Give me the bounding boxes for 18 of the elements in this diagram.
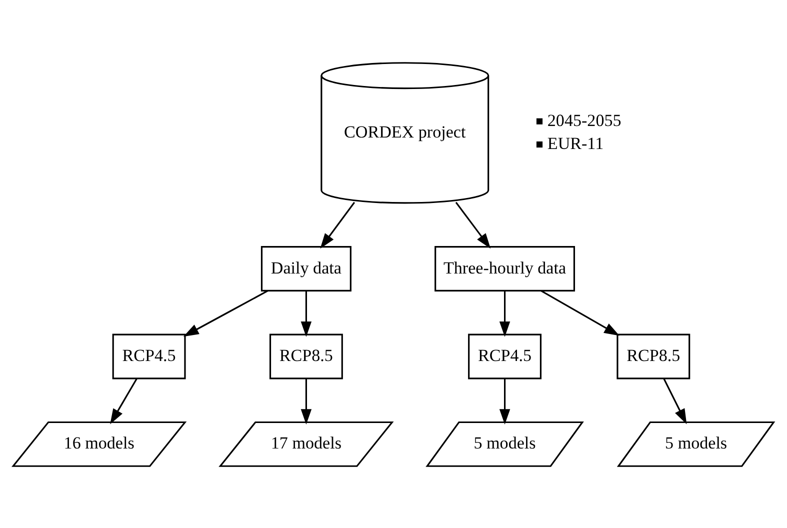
arrow [183,290,268,336]
arrow [663,378,687,424]
arrow [540,290,620,336]
arrow [110,378,138,424]
node-label: 2045-2055 [547,110,622,130]
node-box: RCP4.5 [468,333,542,379]
node-box: Daily data [260,246,352,291]
node-label: EUR-11 [547,134,604,153]
arrow [499,290,510,336]
node-box: Three-hourly data [434,246,576,291]
arrow [300,290,312,336]
node-box: RCP4.5 [112,333,186,379]
arrow [455,201,491,248]
node-box: RCP8.5 [616,333,690,379]
arrow [499,378,510,424]
node-box: RCP8.5 [269,333,343,379]
arrow [320,201,356,248]
arrow [300,378,312,424]
